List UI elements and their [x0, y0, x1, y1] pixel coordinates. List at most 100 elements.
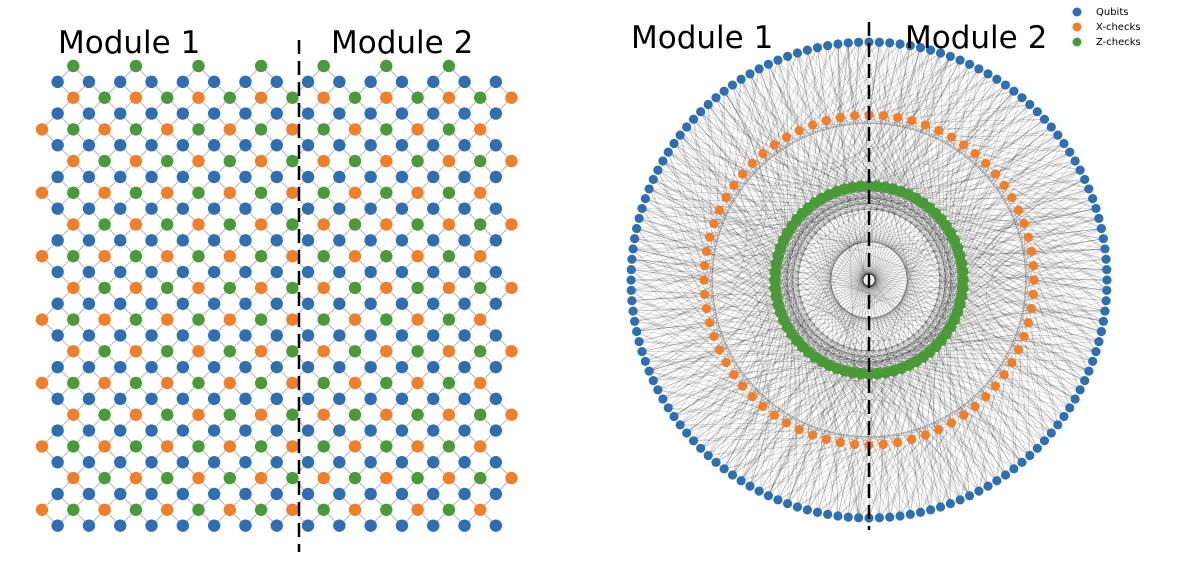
circle-edge	[837, 43, 962, 297]
circle-edge	[808, 351, 849, 518]
qubit-node	[626, 265, 636, 275]
circle-edge	[786, 137, 901, 517]
circle-edge	[636, 186, 878, 332]
circle-edge	[837, 43, 952, 423]
circle-edge	[786, 136, 1097, 352]
x-check-node	[348, 376, 362, 390]
qubit-node	[458, 487, 471, 501]
qubit-node	[627, 254, 637, 264]
x-check-node	[223, 186, 236, 199]
circle-edge	[1004, 151, 1070, 186]
z-check-node	[317, 59, 330, 73]
circle-edge	[758, 429, 800, 492]
circle-edge	[791, 226, 798, 507]
circle-edge	[768, 64, 1107, 270]
circle-edge	[636, 228, 964, 416]
circle-edge	[938, 429, 970, 496]
qubit-node	[644, 366, 654, 376]
circle-edge	[978, 386, 996, 492]
circle-edge	[938, 429, 961, 500]
circle-edge	[837, 44, 859, 518]
circle-edge	[821, 361, 891, 518]
circle-edge	[645, 198, 777, 297]
circle-edge	[724, 439, 827, 470]
qubit-node	[364, 360, 377, 374]
x-check-node	[990, 169, 1000, 179]
circle-edge	[962, 160, 1076, 289]
qubit-node	[955, 55, 965, 65]
circle-edge	[815, 179, 1085, 204]
circle-edge	[995, 126, 1052, 175]
z-check-node	[129, 59, 143, 73]
qubit-node	[333, 234, 346, 247]
x-check-node	[98, 123, 111, 136]
circle-edge	[693, 130, 939, 441]
qubit-node	[82, 234, 96, 247]
x-check-node	[67, 91, 80, 104]
circle-edge	[634, 308, 707, 322]
qubit-node	[640, 193, 650, 204]
circle-edge	[673, 143, 735, 186]
circle-edge	[791, 225, 1076, 400]
qubit-node	[885, 512, 895, 522]
circle-edge	[668, 151, 727, 198]
circle-edge	[915, 198, 1052, 434]
qubit-node	[823, 41, 833, 51]
qubit-node	[82, 297, 96, 310]
qubit-node	[395, 360, 409, 374]
circle-edge	[868, 186, 878, 519]
circle-edge	[639, 218, 958, 313]
circle-edge	[780, 45, 828, 313]
circle-edge	[901, 368, 1065, 417]
circle-edge	[796, 126, 1052, 220]
qubit-node	[145, 487, 158, 501]
x-check-node	[286, 376, 299, 390]
circle-edge	[783, 84, 1006, 241]
circle-edge	[645, 198, 715, 224]
z-check-node	[380, 503, 393, 516]
circle-edge	[885, 169, 1081, 373]
circle-edge	[634, 321, 902, 369]
circle-edge	[808, 160, 1076, 209]
x-check-node	[709, 218, 719, 229]
circle-edge	[868, 60, 961, 446]
circle-edge	[668, 151, 912, 440]
circle-edge	[787, 56, 798, 220]
qubit-node	[364, 424, 377, 437]
x-check-node	[920, 120, 931, 130]
qubit-node	[239, 139, 252, 152]
x-check-node	[729, 180, 739, 190]
qubit-node	[489, 519, 503, 532]
x-check-node	[1019, 218, 1029, 229]
qubit-node	[176, 519, 190, 532]
z-check-node	[98, 471, 111, 485]
z-check-node	[129, 186, 143, 199]
circle-edge	[707, 124, 926, 456]
circle-edge	[732, 84, 870, 187]
circle-edge	[885, 97, 1023, 188]
circle-edge	[733, 79, 742, 186]
qubit-node	[895, 39, 905, 49]
circle-edge	[858, 42, 940, 430]
qubit-node	[669, 138, 679, 149]
z-check-node	[161, 408, 174, 421]
qubit-node	[833, 511, 843, 521]
circle-edge	[908, 119, 1045, 366]
circle-edge	[840, 79, 998, 443]
qubit-node	[658, 394, 668, 404]
circle-edge	[889, 356, 924, 518]
x-check-node	[758, 401, 768, 411]
circle-edge	[631, 258, 725, 273]
qubit-node	[489, 392, 503, 406]
circle-edge	[817, 185, 1005, 513]
qubit-node	[176, 392, 190, 406]
qubit-node	[301, 234, 315, 247]
x-check-node	[286, 123, 299, 136]
x-check-node	[821, 116, 831, 126]
circle-edge	[713, 188, 1089, 224]
circle-edge	[726, 197, 1102, 229]
circle-edge	[852, 187, 931, 510]
circle-edge	[706, 251, 1070, 409]
qubit-node	[1039, 436, 1050, 446]
qubit-node	[333, 202, 346, 215]
